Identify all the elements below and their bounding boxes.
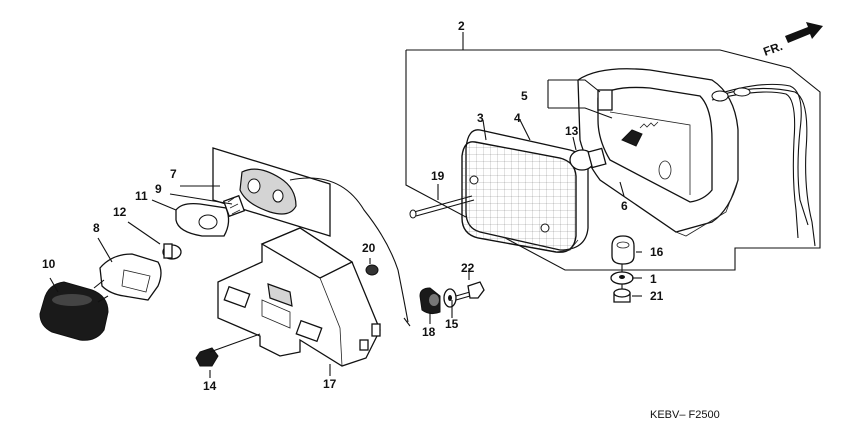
callout-10: 10 (42, 257, 56, 271)
callout-15: 15 (445, 317, 459, 331)
mount-grommet (419, 287, 441, 315)
front-direction-label: FR. (761, 39, 784, 59)
callout-9: 9 (155, 182, 162, 196)
washer (610, 271, 634, 285)
callout-4: 4 (514, 111, 521, 125)
callout-14: 14 (203, 379, 217, 393)
collar (443, 288, 457, 308)
callout-22: 22 (461, 261, 475, 275)
flange-nut-14 (195, 333, 261, 367)
callout-18: 18 (422, 325, 436, 339)
front-direction-arrow: FR. (761, 22, 823, 59)
license-light-cover (39, 277, 109, 341)
mount-bolt (455, 281, 485, 301)
bulb-socket (169, 193, 246, 218)
small-nut (365, 264, 379, 276)
callout-6: 6 (621, 199, 628, 213)
taillight-housing (547, 68, 816, 247)
callout-1: 1 (650, 272, 657, 286)
callout-7: 7 (170, 167, 177, 181)
callout-13: 13 (565, 124, 579, 138)
packing-gasket (151, 199, 230, 237)
rubber-grommet (611, 235, 635, 265)
license-light-lens (97, 237, 162, 301)
callout-21: 21 (650, 289, 664, 303)
license-light-base (180, 147, 331, 237)
taillight-bulb (569, 136, 607, 171)
callout-11: 11 (135, 189, 148, 203)
callout-2: 2 (458, 19, 465, 33)
license-bulb (127, 221, 182, 260)
callout-20: 20 (362, 241, 376, 255)
callouts: 2 5 3 4 13 19 6 16 1 21 7 9 11 12 8 10 2… (42, 19, 664, 393)
diagram-code: KEBV– F2500 (650, 409, 720, 421)
callout-12: 12 (113, 205, 127, 219)
lens-screw (409, 184, 475, 219)
callout-16: 16 (650, 245, 664, 259)
callout-17: 17 (323, 377, 337, 391)
taillight-lens (461, 141, 579, 253)
callout-5: 5 (521, 89, 528, 103)
callout-19: 19 (431, 169, 445, 183)
leader-lines (209, 119, 642, 378)
flange-nut-21 (613, 288, 631, 303)
callout-8: 8 (93, 221, 100, 235)
callout-3: 3 (477, 111, 484, 125)
license-bracket (217, 177, 411, 367)
